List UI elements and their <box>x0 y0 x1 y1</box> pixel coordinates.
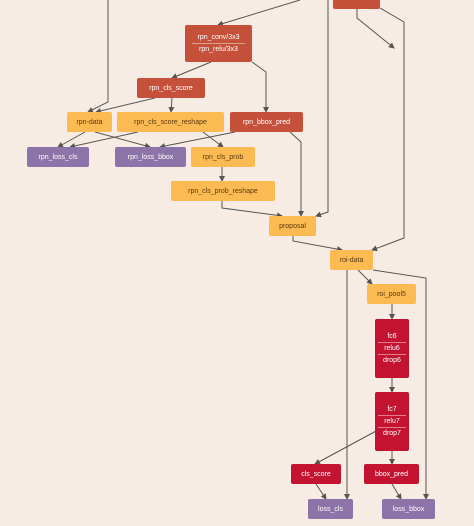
node-fc7[interactable]: fc7 relu7 drop7 <box>375 392 409 451</box>
node-rpn-cls-prob-reshape[interactable]: rpn_cls_prob_reshape <box>171 181 275 201</box>
edge-roi-data-to-pool5 <box>357 269 373 285</box>
node-fc7-label: fc7 <box>387 406 397 413</box>
node-roi-pool5[interactable]: roi_pool5 <box>367 284 416 304</box>
edge-rpn-data-to-loss-bbox <box>94 131 151 149</box>
edge-cls-score-to-rpn-data <box>95 97 156 114</box>
edge-reshape-to-loss-cls <box>69 131 139 149</box>
node-top-partial[interactable] <box>333 0 380 9</box>
node-loss-bbox[interactable]: loss_bbox <box>382 499 435 519</box>
edge-top-to-rpn-conv <box>217 0 301 27</box>
edge-rpn-data-to-loss-cls <box>57 131 86 148</box>
node-rpn-cls-score[interactable]: rpn_cls_score <box>137 78 205 98</box>
node-rpn-data[interactable]: rpn-data <box>67 112 112 132</box>
node-fc6[interactable]: fc6 relu6 drop6 <box>375 319 409 378</box>
node-rpn-conv-label: rpn_conv/3x3 <box>197 34 240 41</box>
node-rpn-loss-bbox[interactable]: rpn_loss_bbox <box>115 147 186 167</box>
edge-input-to-proposal <box>315 0 329 218</box>
node-rpn-cls-prob[interactable]: rpn_cls_prob <box>191 147 255 167</box>
node-rpn-bbox-pred[interactable]: rpn_bbox_pred <box>230 112 303 132</box>
node-roi-data[interactable]: roi-data <box>330 250 373 270</box>
node-drop7-label: drop7 <box>378 427 406 439</box>
node-rpn-loss-cls[interactable]: rpn_loss_cls <box>27 147 89 167</box>
node-relu6-label: relu6 <box>378 342 406 354</box>
node-cls-score[interactable]: cls_score <box>291 464 341 484</box>
edge-roi-data-to-loss-bbox <box>372 269 429 500</box>
edge-bbox-pred-to-proposal <box>289 131 304 217</box>
edge-bbox-pred-to-loss-bbox <box>391 483 402 500</box>
edge-cls-score-to-loss-cls <box>315 483 327 500</box>
edge-rpn-conv-to-bbox-pred <box>251 61 269 113</box>
edge-reshape-to-cls-prob <box>202 131 224 148</box>
edge-cls-score-to-reshape <box>168 97 175 113</box>
node-fc6-label: fc6 <box>387 333 397 340</box>
edge-prob-reshape-to-proposal <box>221 201 283 219</box>
node-rpn-relu-label: rpn_relu/3x3 <box>191 43 246 55</box>
edge-top-left-to-rpn-data <box>87 0 109 113</box>
node-rpn-cls-score-reshape[interactable]: rpn_cls_score_reshape <box>117 112 224 132</box>
node-rpn-conv[interactable]: rpn_conv/3x3 rpn_relu/3x3 <box>185 25 252 62</box>
node-proposal[interactable]: proposal <box>269 216 316 236</box>
node-drop6-label: drop6 <box>378 354 406 366</box>
edge-fc7-to-cls-score <box>314 429 379 465</box>
edge-bbox-pred-to-loss-bbox <box>159 131 236 149</box>
edge-top-partial-to-roi-pool <box>356 9 395 49</box>
node-loss-cls[interactable]: loss_cls <box>308 499 353 519</box>
node-bbox-pred[interactable]: bbox_pred <box>364 464 419 484</box>
edge-rpn-conv-to-cls-score <box>171 61 212 79</box>
edge-proposal-to-roi-data <box>292 236 343 253</box>
node-relu7-label: relu7 <box>378 415 406 427</box>
edge-top-partial-to-roi-data <box>371 7 405 252</box>
